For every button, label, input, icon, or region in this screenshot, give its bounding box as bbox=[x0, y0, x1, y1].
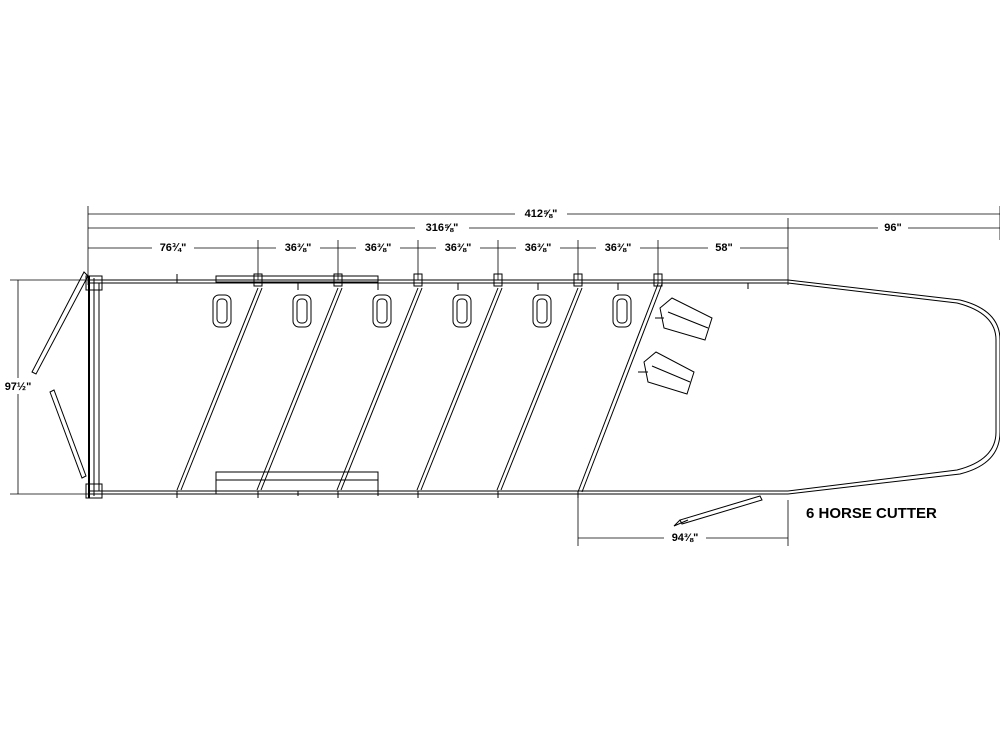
side-door bbox=[673, 493, 763, 527]
dim-width: 97½" bbox=[5, 381, 32, 393]
stall-dividers bbox=[176, 283, 663, 493]
stall-divider bbox=[496, 287, 583, 491]
stall-divider bbox=[416, 287, 503, 491]
dimension-labels: 412⅝" 316⅝" 96" 76¾" 36⅜" 36⅜" 36⅜" 36⅜"… bbox=[0, 205, 908, 544]
feed-window bbox=[372, 294, 392, 328]
saddle-racks bbox=[638, 297, 713, 395]
dim-stall-5: 36⅜" bbox=[525, 242, 552, 254]
divider-tracks bbox=[215, 275, 379, 495]
stall-divider bbox=[176, 287, 263, 491]
stall-divider bbox=[336, 287, 423, 491]
dim-gooseneck: 96" bbox=[884, 222, 901, 234]
trailer-body bbox=[85, 275, 1000, 499]
dim-stall-4: 36⅜" bbox=[445, 242, 472, 254]
hinge-posts bbox=[176, 273, 749, 498]
feed-windows bbox=[212, 294, 632, 328]
dim-body-length: 316⅝" bbox=[426, 222, 459, 234]
rear-doors bbox=[31, 271, 89, 479]
dim-overall: 412⅝" bbox=[525, 208, 558, 220]
dim-side-door: 94⅜" bbox=[672, 532, 699, 544]
feed-window bbox=[292, 294, 312, 328]
model-title: 6 HORSE CUTTER bbox=[806, 505, 937, 522]
feed-window bbox=[532, 294, 552, 328]
dim-stall-6: 36⅜" bbox=[605, 242, 632, 254]
dim-front: 58" bbox=[715, 242, 732, 254]
dimension-lines bbox=[10, 206, 1000, 546]
feed-window bbox=[212, 294, 232, 328]
stall-divider bbox=[577, 283, 663, 493]
dim-rear-stall: 76¾" bbox=[160, 242, 187, 254]
stall-divider bbox=[256, 287, 343, 491]
dim-stall-3: 36⅜" bbox=[365, 242, 392, 254]
dim-stall-2: 36⅜" bbox=[285, 242, 312, 254]
saddle-rack bbox=[655, 297, 713, 341]
saddle-rack bbox=[638, 351, 695, 395]
feed-window bbox=[452, 294, 472, 328]
feed-window bbox=[612, 294, 632, 328]
